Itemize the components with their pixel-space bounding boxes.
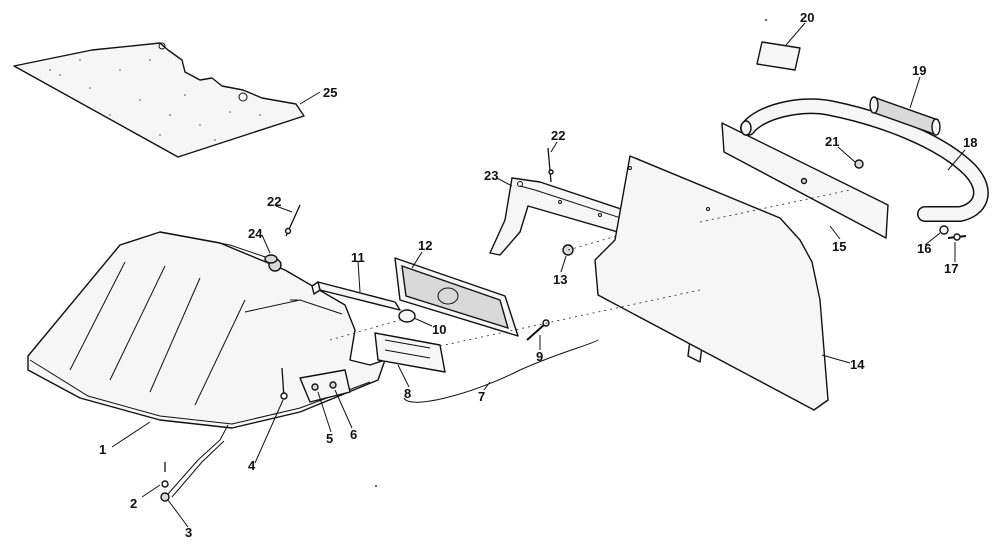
assembly-line bbox=[699, 189, 851, 223]
body-housing-part bbox=[27, 231, 386, 429]
callout-8: 8 bbox=[404, 386, 411, 401]
callout-6: 6 bbox=[350, 427, 357, 442]
floor-mat-part bbox=[13, 42, 305, 158]
callout-15: 15 bbox=[832, 239, 846, 254]
callout-18: 18 bbox=[963, 135, 977, 150]
callout-22-lower: 22 bbox=[267, 194, 281, 209]
handle-bar-part bbox=[740, 98, 989, 222]
taillight-lens-part bbox=[394, 257, 519, 337]
callout-19: 19 bbox=[912, 63, 926, 78]
callout-16: 16 bbox=[917, 241, 931, 256]
group-bracket-7 bbox=[403, 339, 599, 403]
light-bracket-part bbox=[374, 332, 446, 373]
washer-clip-part bbox=[161, 480, 169, 488]
callout-10: 10 bbox=[432, 322, 446, 337]
washer-part bbox=[939, 225, 949, 235]
callout-17: 17 bbox=[944, 261, 958, 276]
callout-3: 3 bbox=[185, 525, 192, 540]
grommet-part bbox=[264, 254, 278, 264]
decal-part bbox=[756, 41, 801, 71]
pin-part bbox=[280, 367, 288, 400]
callout-4: 4 bbox=[248, 458, 256, 473]
callout-12: 12 bbox=[418, 238, 432, 253]
rivet-part-lower bbox=[284, 204, 301, 237]
callout-1: 1 bbox=[99, 442, 106, 457]
callout-24: 24 bbox=[248, 226, 263, 241]
callout-14: 14 bbox=[850, 357, 865, 372]
print-dot bbox=[375, 485, 377, 487]
callout-21: 21 bbox=[825, 134, 839, 149]
strap-part bbox=[167, 424, 229, 498]
callout-11: 11 bbox=[351, 250, 365, 265]
back-panel-part bbox=[594, 155, 829, 411]
rivet-part-upper bbox=[547, 147, 554, 183]
callout-2: 2 bbox=[130, 496, 137, 511]
handle-bolt-part bbox=[947, 233, 967, 241]
assembly-line bbox=[439, 289, 701, 347]
gasket-part bbox=[311, 281, 401, 311]
lock-nut-part bbox=[160, 492, 170, 502]
rail-part bbox=[721, 122, 889, 239]
callout-9: 9 bbox=[536, 349, 543, 364]
print-dot bbox=[765, 19, 767, 21]
callout-22-upper: 22 bbox=[551, 128, 565, 143]
callout-25: 25 bbox=[323, 85, 337, 100]
callout-20: 20 bbox=[800, 10, 814, 25]
callout-13: 13 bbox=[553, 272, 567, 287]
callout-5: 5 bbox=[326, 431, 333, 446]
leader-lines bbox=[111, 22, 966, 528]
callout-labels: 1 2 3 4 5 6 7 8 9 10 11 12 13 14 15 16 1… bbox=[99, 10, 977, 540]
screw-part bbox=[854, 159, 864, 169]
callout-7: 7 bbox=[478, 389, 485, 404]
callout-23: 23 bbox=[484, 168, 498, 183]
assembly-line bbox=[329, 319, 401, 341]
grip-part bbox=[869, 96, 941, 136]
bulb-part bbox=[398, 309, 416, 323]
